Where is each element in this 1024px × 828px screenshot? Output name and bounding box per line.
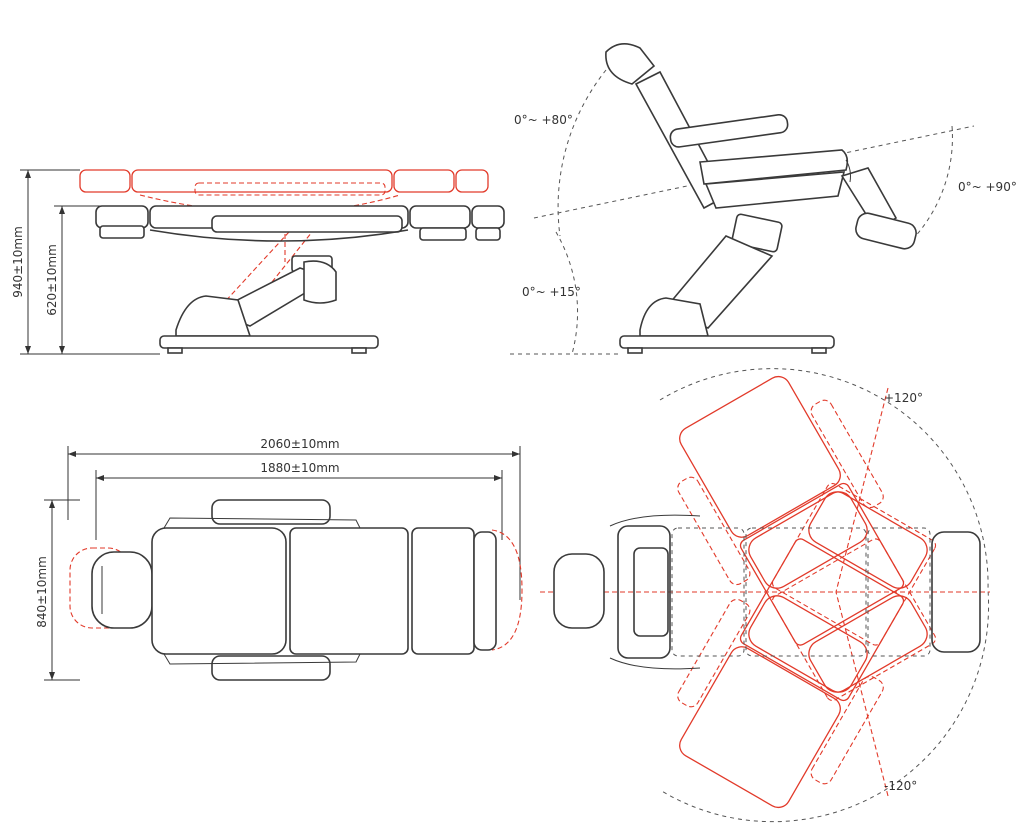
rotation-view: +120° -120° — [540, 368, 990, 823]
length-dimension-lines — [67, 446, 521, 600]
inner-length-label: 1880±10mm — [260, 461, 339, 475]
side-view: 940±10mm 620±10mm — [11, 169, 505, 355]
tilt-angle-label: 0°~ +15° — [522, 285, 581, 299]
width-dimension-lines — [44, 499, 80, 681]
chair-top-outline — [91, 499, 497, 681]
lowered-position — [95, 205, 505, 354]
rotation-base-chair — [553, 514, 981, 670]
rotate-plus-label: +120° — [884, 391, 923, 405]
width-label: 840±10mm — [35, 556, 49, 628]
legrest-angle-label: 0°~ +90° — [958, 180, 1017, 194]
height-min-label: 620±10mm — [45, 244, 59, 316]
height-dimension-lines — [20, 169, 160, 355]
reclined-chair — [605, 43, 917, 354]
top-view: 2060±10mm 1880±10mm 840±10mm — [35, 437, 523, 681]
rotation-arc — [540, 368, 990, 823]
backrest-angle-label: 0°~ +80° — [514, 113, 573, 127]
angle-guides — [510, 69, 975, 355]
recline-view: 0°~ +80° 0°~ +90° 0°~ +15° — [510, 43, 1017, 355]
height-max-label: 940±10mm — [11, 226, 25, 298]
rotated-positions — [677, 375, 937, 809]
rotate-minus-label: -120° — [884, 779, 917, 793]
overall-length-label: 2060±10mm — [260, 437, 339, 451]
